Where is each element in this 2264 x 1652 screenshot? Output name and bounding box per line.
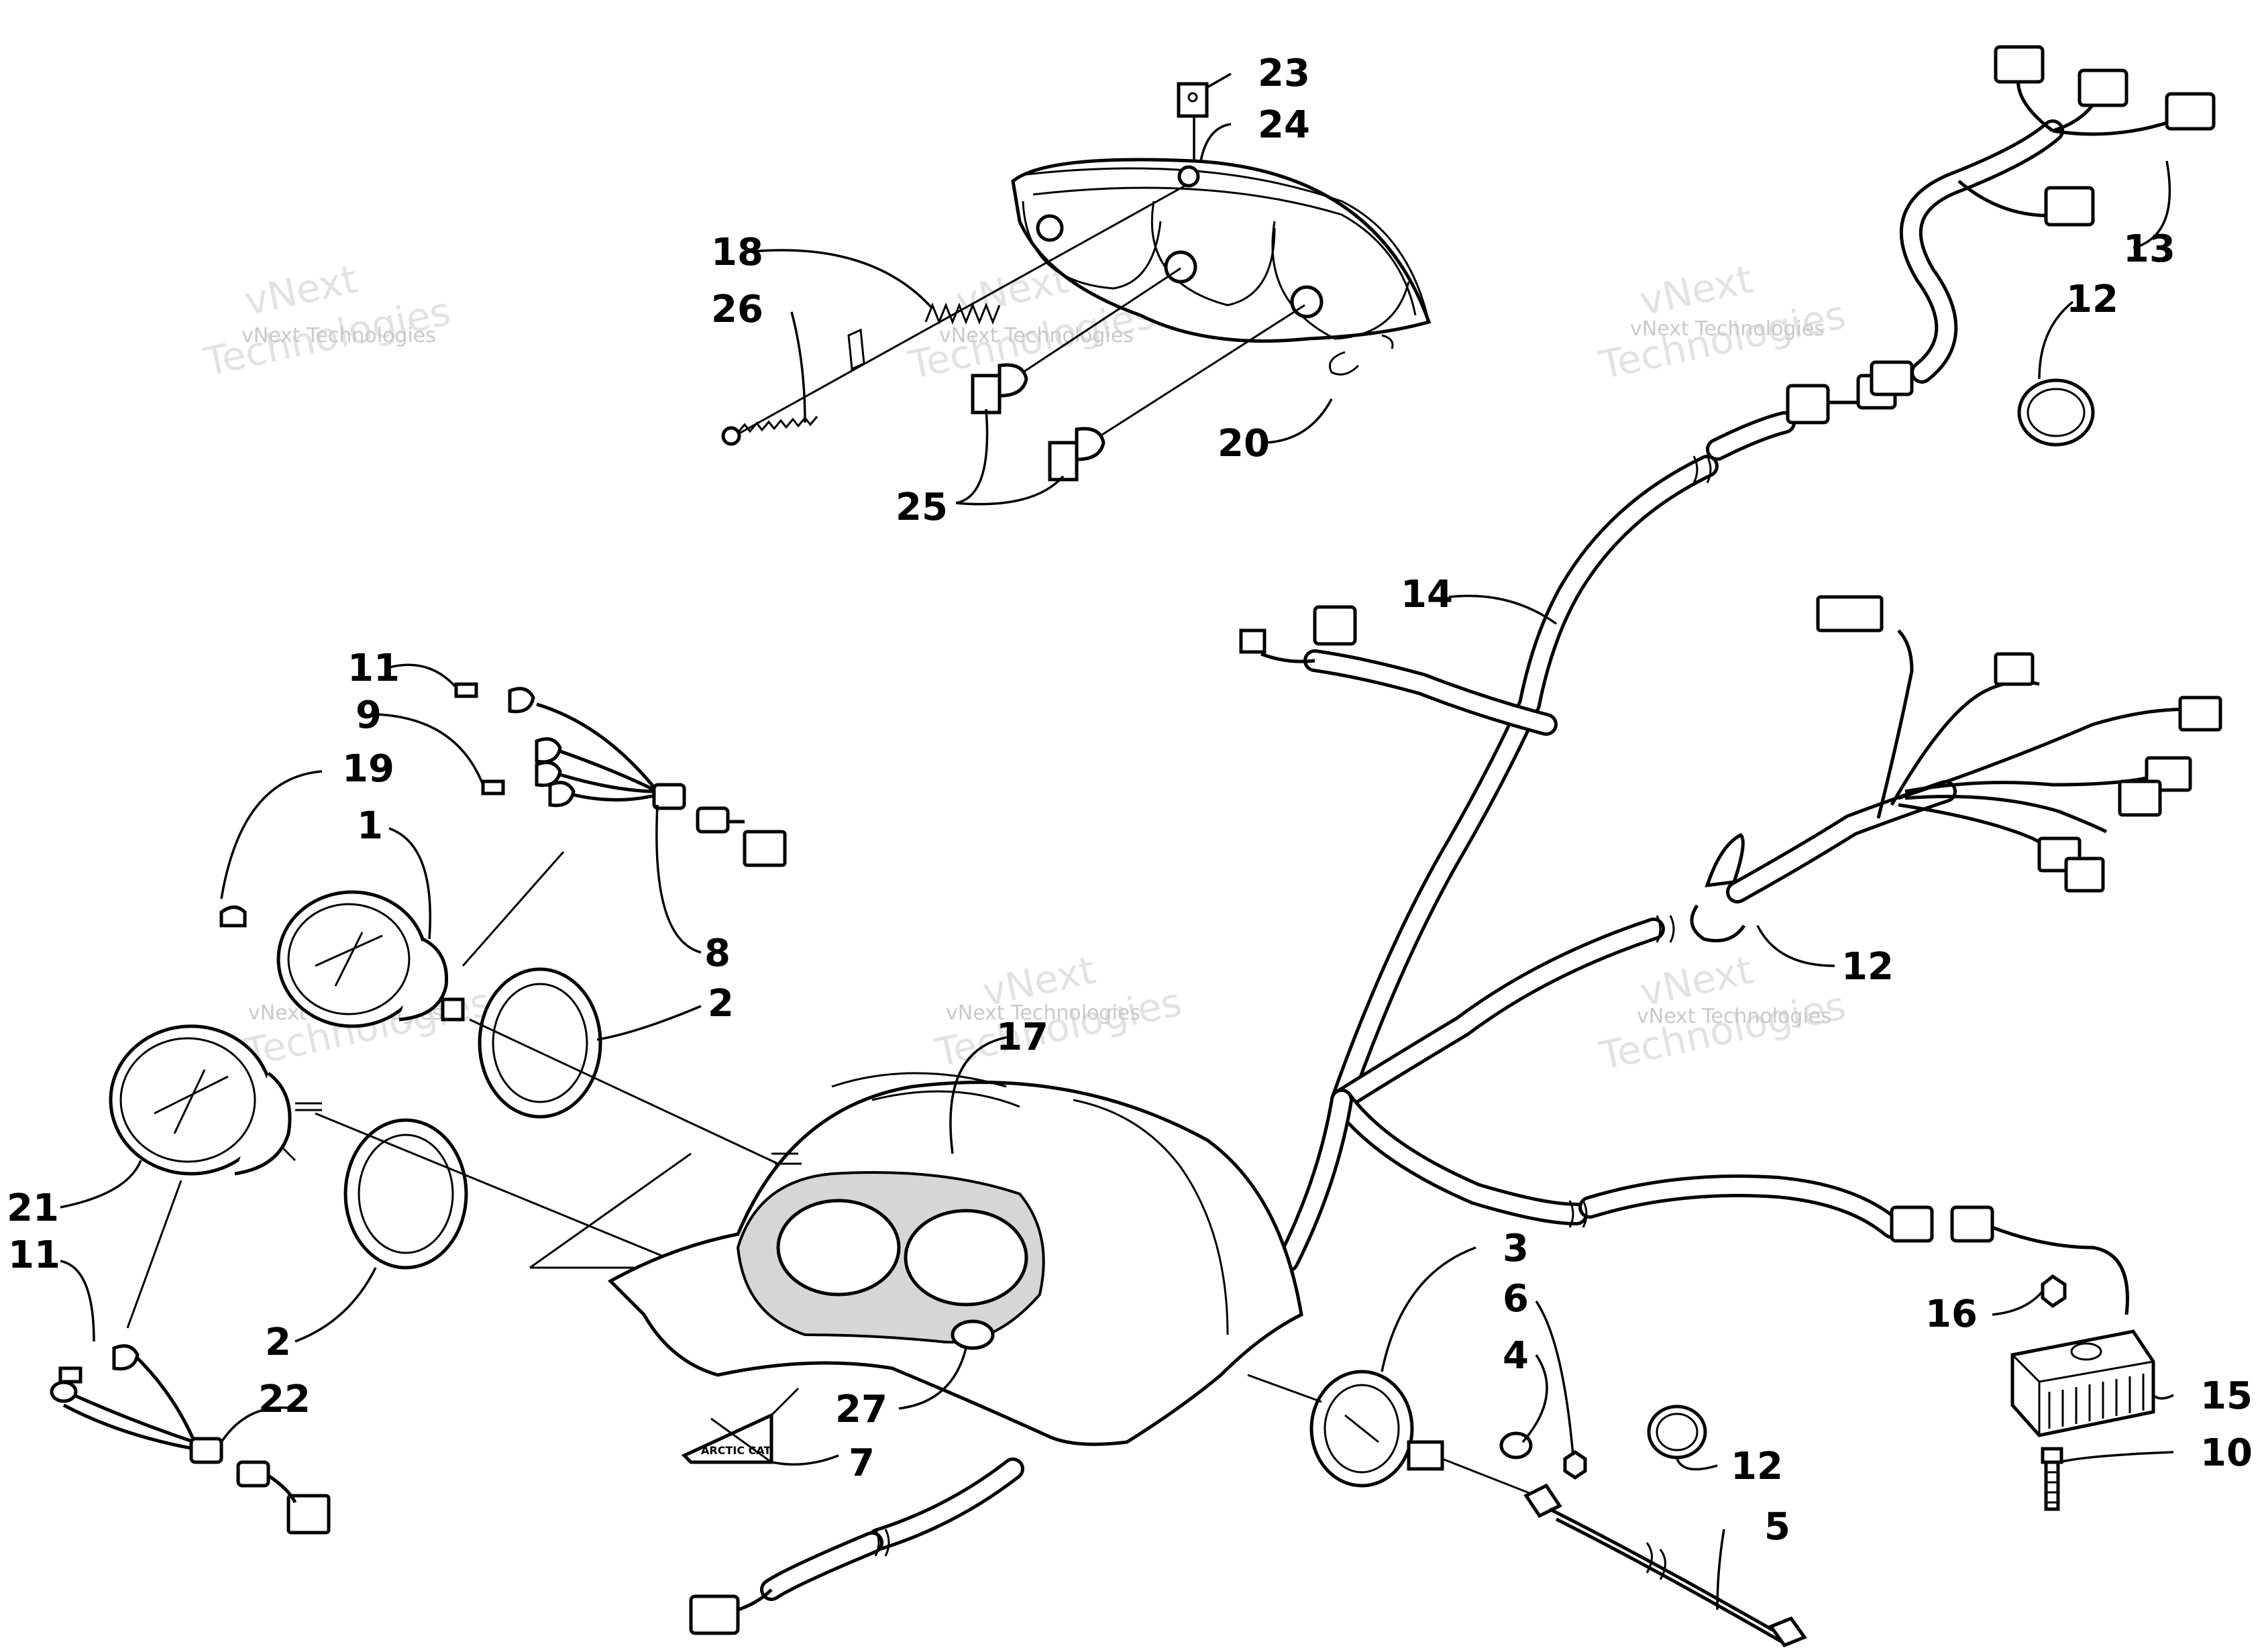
pod-harness [689, 1457, 1024, 1635]
callout-2: 2 [265, 1321, 291, 1364]
callout-20: 20 [1218, 422, 1270, 465]
gauge-bezel-part-2 [478, 967, 602, 1119]
callout-9: 9 [356, 694, 382, 737]
callout-14: 14 [1401, 573, 1453, 616]
harness-connector [1239, 605, 1357, 663]
gauge-bezel-part-2 [343, 1118, 468, 1270]
cable-clamp-part-12 [1690, 904, 1746, 942]
cable-clamp-part-12 [2017, 378, 2095, 447]
watermark-label: vNext Technologies [946, 1001, 1140, 1025]
nut-part-6 [1563, 1449, 1587, 1480]
gauge-harness-part-22 [50, 1344, 331, 1535]
gauge-harness-part-8 [508, 687, 787, 867]
callout-leaders [60, 72, 2174, 1610]
watermark: vNext Technologies vNext Technologies [1595, 947, 1850, 1079]
callout-labels: 23 24 18 26 20 25 13 12 14 11 9 19 1 8 2… [7, 52, 2253, 1549]
clip-part-20 [1329, 351, 1360, 376]
harness-break-marks [1568, 455, 1712, 1228]
callout-25: 25 [896, 486, 948, 529]
watermark: vNext Technologies vNext Technologies [1595, 256, 1850, 388]
callout-8: 8 [704, 932, 731, 975]
main-wiring-harness-part-14 [1277, 411, 1903, 1272]
watermark-label: vNext Technologies [241, 324, 436, 347]
cable-clamp-part-12 [1647, 1405, 1707, 1460]
callout-27: 27 [835, 1388, 887, 1431]
watermark-label: vNext Technologies [1630, 317, 1825, 341]
callout-19: 19 [342, 747, 394, 791]
callout-18: 18 [711, 231, 763, 274]
speedometer-cable-part-5 [1523, 1483, 1807, 1648]
callout-23: 23 [1258, 52, 1310, 95]
callout-5: 5 [1764, 1505, 1790, 1549]
callout-2: 2 [708, 982, 734, 1026]
fuel-gauge-part-3 [1309, 1370, 1444, 1488]
callout-21: 21 [7, 1187, 59, 1230]
connector-pair [1890, 1205, 2129, 1315]
gauge-bulb-part-9 [481, 779, 505, 795]
callout-6: 6 [1503, 1277, 1529, 1321]
nut-part-16 [2041, 1274, 2067, 1309]
callout-4: 4 [1503, 1334, 1529, 1378]
tachometer-part-21 [109, 1024, 322, 1176]
voltage-regulator-part-15 [2010, 1329, 2155, 1437]
accessory-harness [1705, 595, 2222, 903]
arctic-cat-decal-label: ARCTIC CAT [701, 1444, 771, 1457]
callout-1: 1 [357, 804, 383, 848]
callout-24: 24 [1258, 103, 1310, 147]
indicator-bulb-part-19 [219, 905, 247, 928]
headlight-assembly [1011, 158, 1432, 349]
speedometer-part-1 [276, 890, 465, 1028]
callout-7: 7 [849, 1441, 875, 1485]
callout-12: 12 [1841, 945, 1894, 989]
watermark-label: vNext Technologies [939, 324, 1134, 347]
bulb-socket-part-25 [971, 267, 1181, 415]
adjuster-screw-part-26 [721, 328, 865, 446]
watermark: vNext Technologies vNext Technologies [200, 256, 455, 385]
instrument-pod: ARCTIC CAT [607, 1072, 1303, 1464]
callout-13: 13 [2123, 227, 2175, 271]
callout-11: 11 [8, 1233, 60, 1277]
callout-26: 26 [711, 288, 763, 331]
decal-part-7 [710, 1417, 772, 1464]
callout-16: 16 [1925, 1292, 1978, 1336]
callout-15: 15 [2200, 1374, 2253, 1418]
watermark-label: vNext Technologies [1637, 1005, 1831, 1028]
callout-10: 10 [2200, 1431, 2253, 1475]
callout-12: 12 [1731, 1445, 1783, 1488]
callout-11: 11 [347, 647, 400, 690]
callout-17: 17 [996, 1015, 1048, 1059]
callout-12: 12 [2066, 278, 2118, 321]
bolt-part-10 [2041, 1447, 2063, 1511]
clip-part-23 [1177, 82, 1209, 118]
callout-3: 3 [1503, 1227, 1529, 1270]
fuel-gauge-harness-part-13 [1870, 45, 2216, 396]
gauge-bulb-part-11 [454, 682, 478, 698]
adjuster-spring-part-18 [924, 302, 1001, 325]
callout-22: 22 [258, 1378, 311, 1421]
bulb-socket-part-25 [1048, 304, 1305, 482]
washer-part-4 [1499, 1431, 1533, 1460]
